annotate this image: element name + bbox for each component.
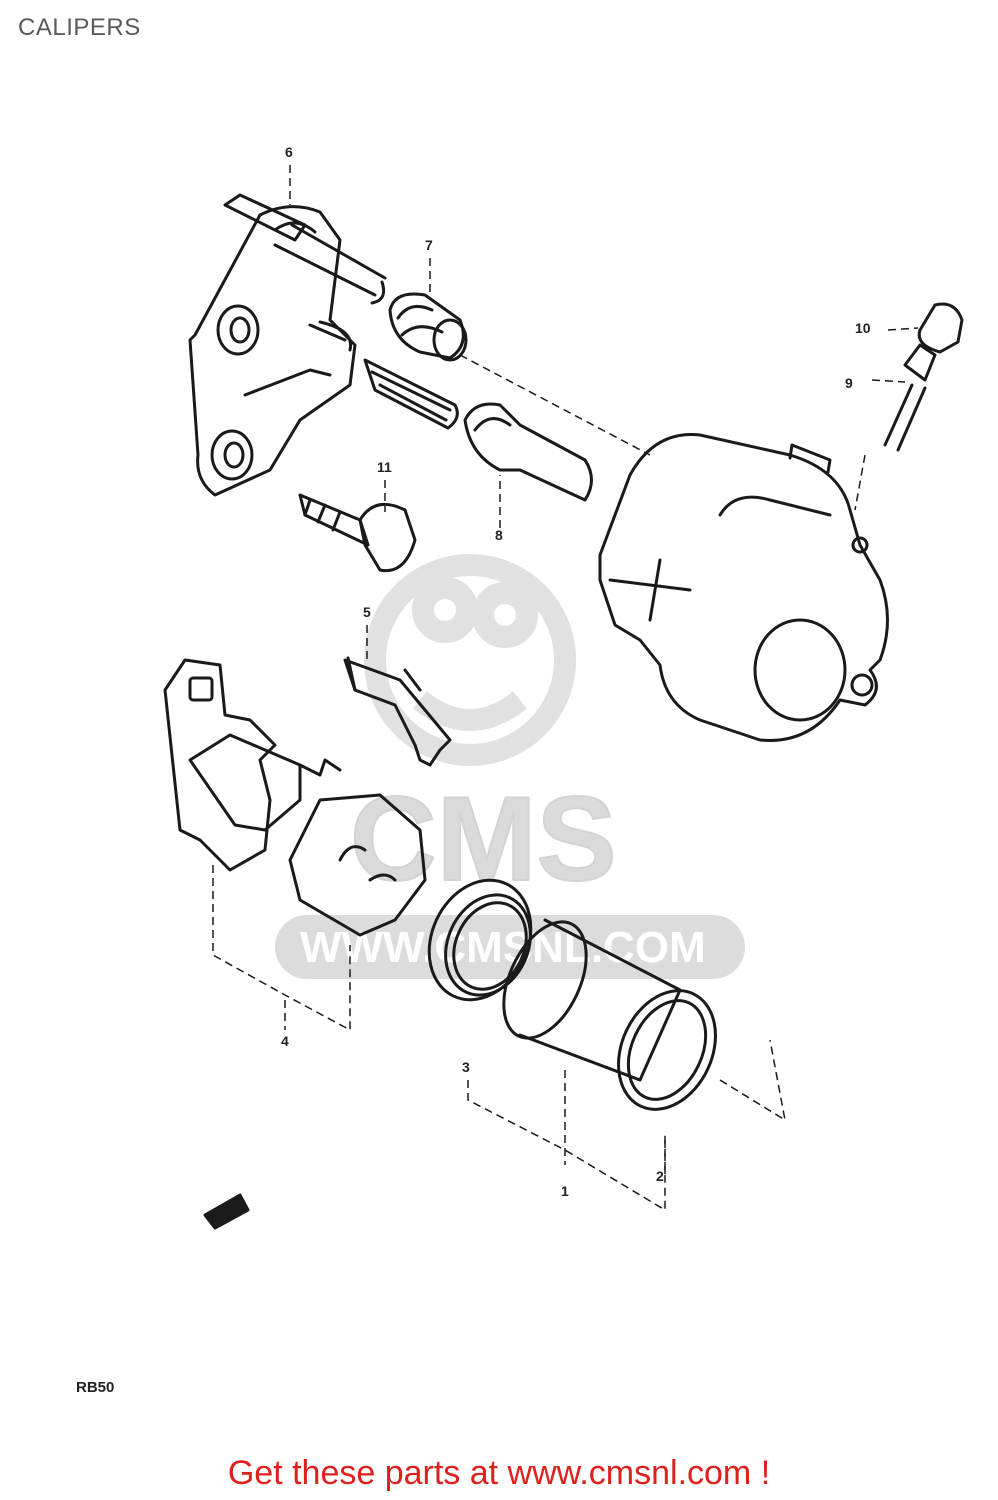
part-caliper-body[interactable]	[598, 433, 889, 742]
cms-watermark: CMS WWW.CMSNL.COM	[275, 554, 745, 979]
callout-8: 8	[495, 527, 503, 543]
part-pin[interactable]	[363, 358, 459, 430]
watermark-mascot-icon	[364, 554, 576, 766]
part-1-piston[interactable]	[487, 909, 682, 1082]
front-arrow-icon	[203, 1193, 250, 1230]
part-4-brake-pads[interactable]	[163, 658, 427, 937]
callout-3: 3	[462, 1059, 470, 1075]
callout-1: 1	[561, 1183, 569, 1199]
part-10-bleeder-cap[interactable]	[917, 302, 964, 354]
part-8-slide-pin-boot[interactable]	[463, 402, 593, 502]
cta-link[interactable]: Get these parts at www.cmsnl.com !	[227, 1454, 771, 1492]
callout-2: 2	[656, 1168, 664, 1184]
callout-9: 9	[845, 375, 853, 391]
callout-7: 7	[425, 237, 433, 253]
callout-4: 4	[281, 1033, 289, 1049]
leader-lines	[212, 165, 919, 1212]
footer-cta[interactable]: Get these parts at www.cmsnl.com !	[0, 1454, 998, 1493]
part-3-piston-seal[interactable]	[410, 864, 549, 1017]
callout-6: 6	[285, 144, 293, 160]
callout-5: 5	[363, 604, 371, 620]
part-9-bleeder-valve[interactable]	[883, 343, 937, 452]
part-5-pad-spring[interactable]	[343, 656, 452, 767]
callout-11: 11	[377, 459, 392, 475]
callout-10: 10	[855, 320, 871, 336]
model-code: RB50	[76, 1379, 114, 1396]
watermark-brand: CMS	[350, 772, 617, 906]
part-2-dust-seal[interactable]	[600, 975, 734, 1125]
part-7-dust-boot[interactable]	[388, 292, 468, 362]
part-6-caliper-bracket[interactable]	[188, 193, 387, 497]
watermark-url: WWW.CMSNL.COM	[300, 923, 706, 972]
part-11-mounting-bolt[interactable]	[298, 493, 417, 573]
page-title: CALIPERS	[18, 14, 141, 41]
